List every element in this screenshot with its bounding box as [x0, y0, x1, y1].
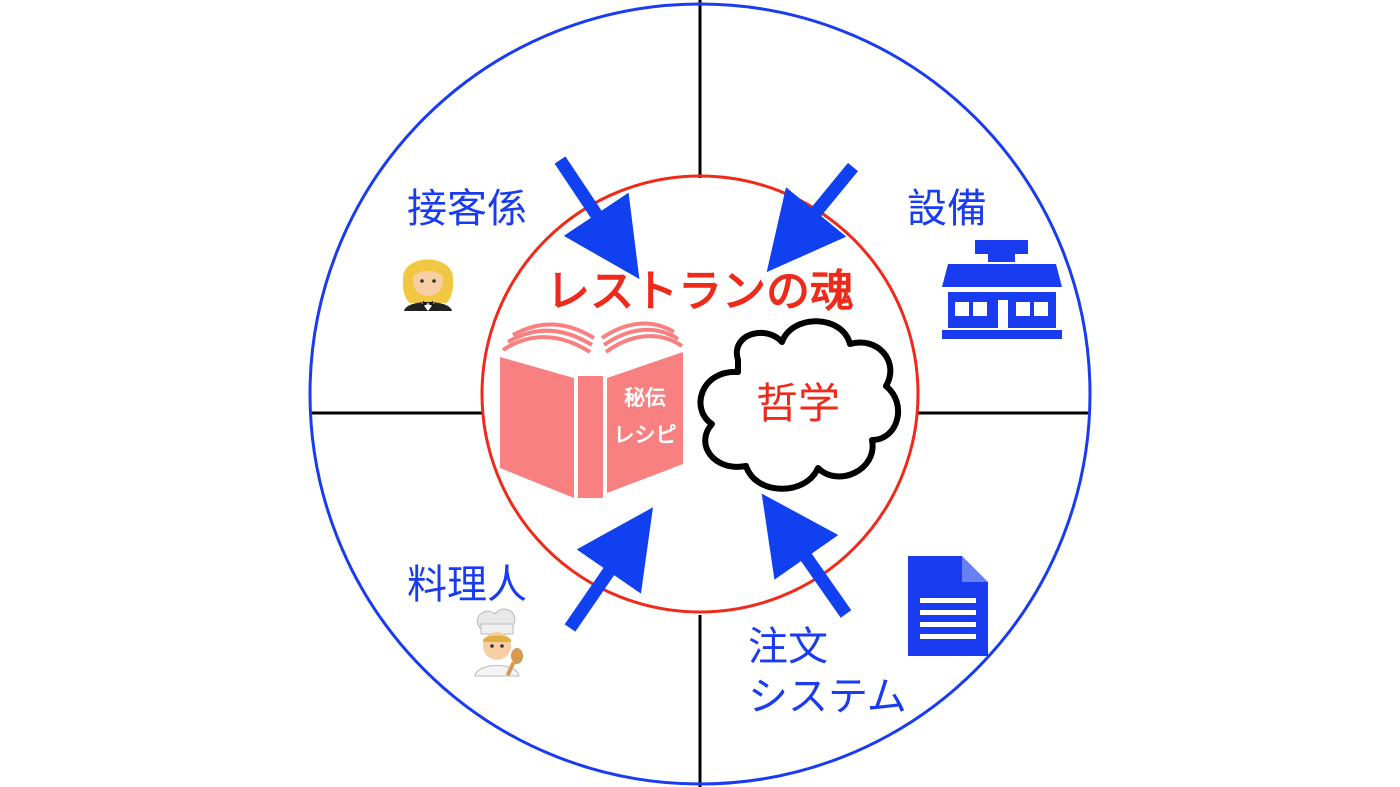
open-book-icon: 秘伝 レシピ: [500, 321, 684, 498]
quadrant-label-top-left: 接客係: [407, 186, 527, 232]
quadrant-label-top-right: 設備: [907, 186, 987, 232]
center-title: レストランの魂: [546, 266, 854, 317]
philosophy-cloud: 哲学: [697, 318, 902, 492]
quadrant-label-bottom-right-line2: システム: [748, 674, 907, 720]
arrow-top-right: [766, 162, 859, 273]
quadrant-label-bottom-right-line1: 注文: [748, 624, 828, 670]
inner-circle: [480, 174, 920, 614]
cloud-label: 哲学: [756, 379, 840, 428]
arrow-bottom-left: [564, 507, 653, 632]
book-label-line2: レシピ: [614, 423, 677, 447]
quadrant-label-bottom-left: 料理人: [407, 562, 527, 608]
book-label-line1: 秘伝: [624, 386, 666, 410]
waiter-emoji-icon: [402, 259, 454, 311]
arrow-top-left: [554, 156, 640, 280]
document-icon: [908, 556, 988, 656]
store-icon: [942, 240, 1062, 339]
outer-circle: [308, 2, 1092, 786]
arrow-bottom-right: [761, 493, 852, 618]
cook-emoji-icon: [474, 608, 523, 677]
